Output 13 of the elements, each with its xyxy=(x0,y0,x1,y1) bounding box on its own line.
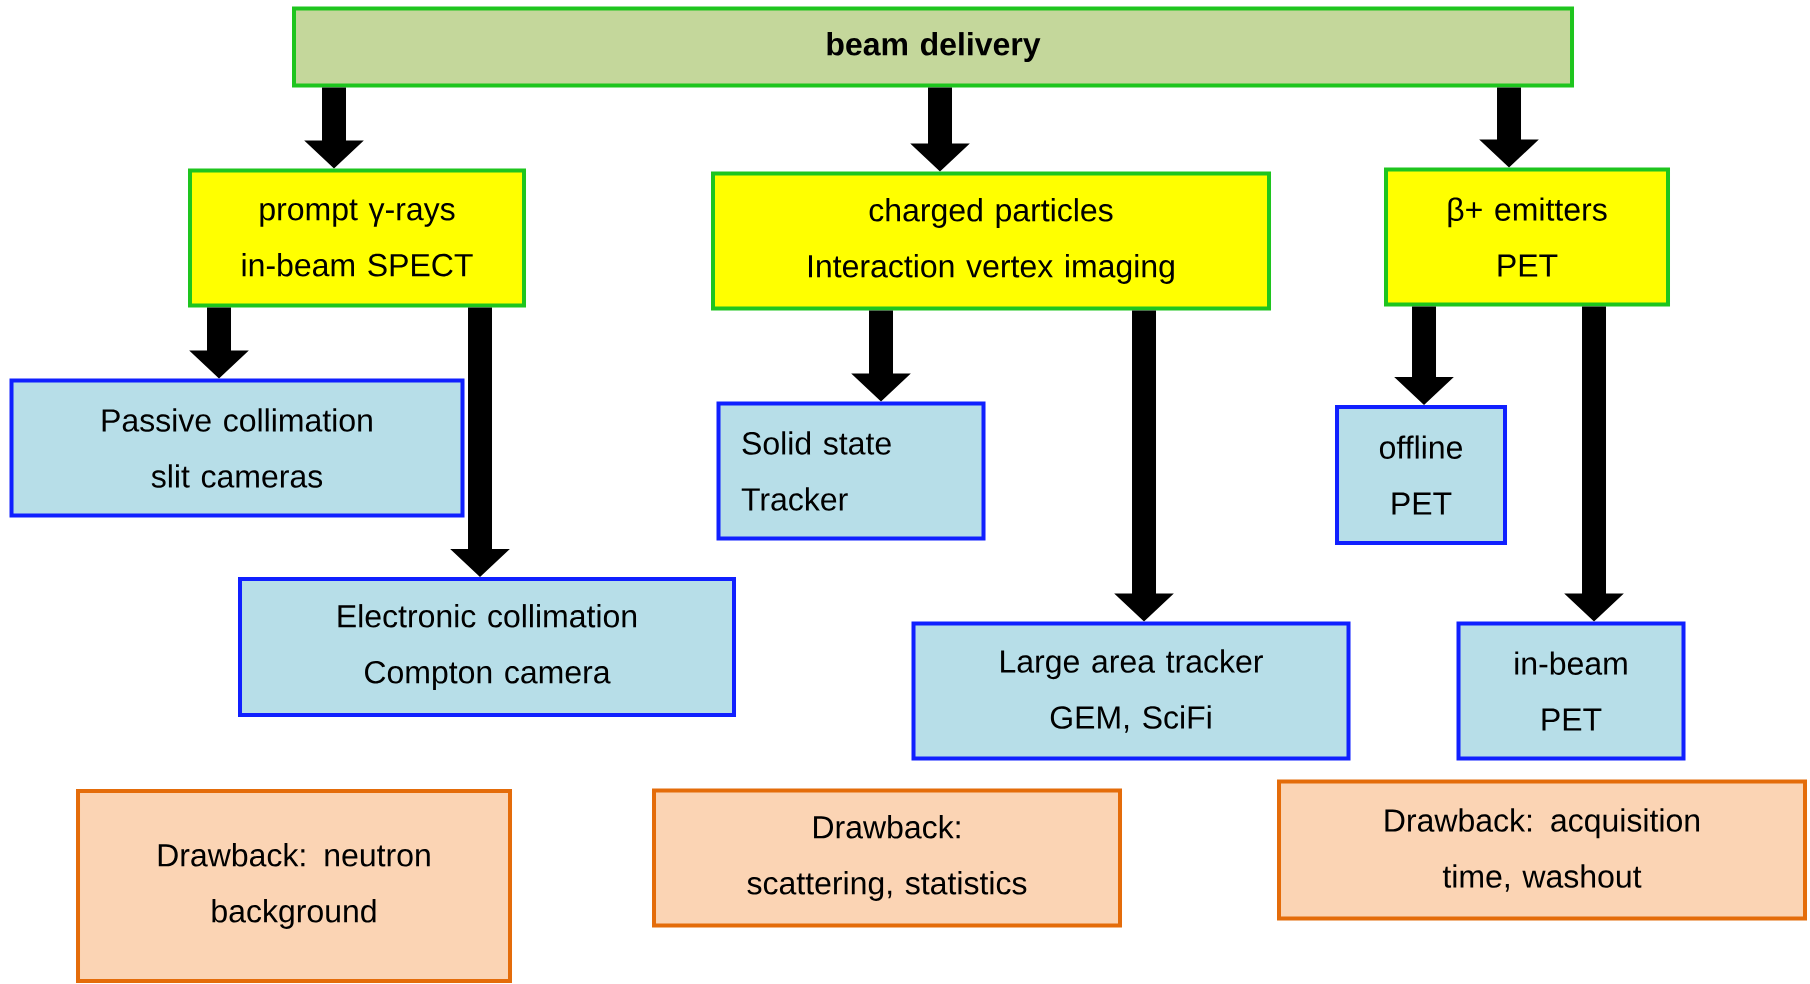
category-box: prompt γ-rays in-beam SPECT xyxy=(188,168,526,308)
method-box: Solid state Tracker xyxy=(716,401,986,541)
drawback-box: Drawback: acquisition time, washout xyxy=(1277,779,1807,921)
category-box: charged particles Interaction vertex imaging xyxy=(711,171,1271,311)
method-box: Electronic collimation Compton camera xyxy=(238,577,736,717)
drawback-box: Drawback: neutron background xyxy=(76,789,512,983)
method-box: offline PET xyxy=(1335,405,1507,545)
title-box: beam delivery xyxy=(292,6,1574,88)
method-box: Large area tracker GEM, SciFi xyxy=(911,621,1351,761)
method-box: in-beam PET xyxy=(1456,621,1686,761)
drawback-box: Drawback: scattering, statistics xyxy=(652,788,1122,928)
category-box: β+ emitters PET xyxy=(1384,167,1670,307)
method-box: Passive collimation slit cameras xyxy=(9,378,465,518)
